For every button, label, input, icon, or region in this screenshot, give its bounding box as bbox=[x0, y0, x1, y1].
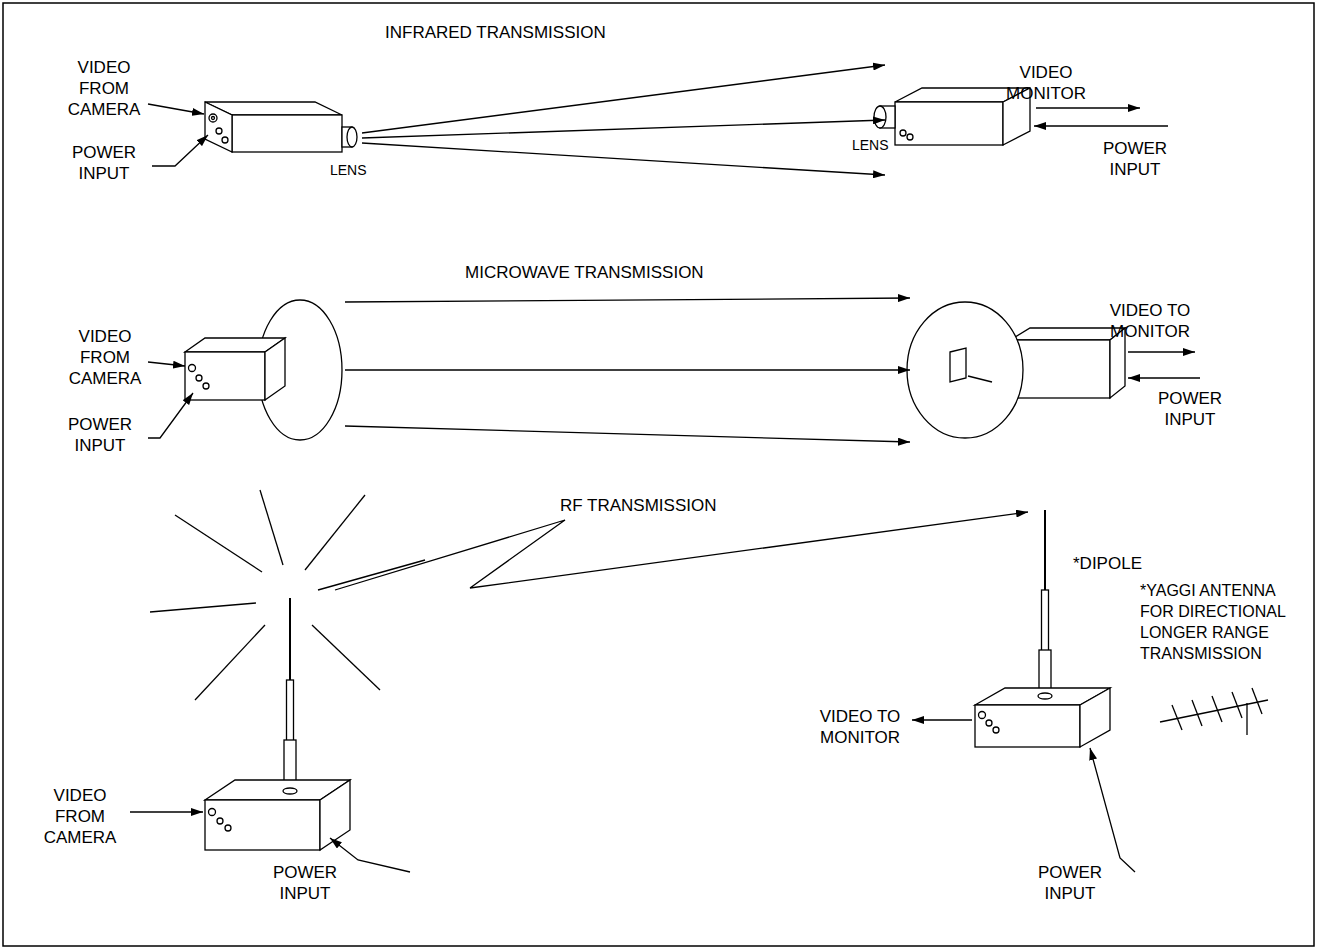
text-label: VIDEO FROM CAMERA bbox=[59, 57, 149, 120]
text-label: POWER INPUT bbox=[1090, 138, 1180, 180]
video-lead bbox=[148, 104, 204, 114]
text-label: RF TRANSMISSION bbox=[560, 495, 820, 516]
power-lead bbox=[330, 838, 410, 872]
text-label: VIDEO TO MONITOR bbox=[1095, 300, 1205, 342]
rf-receiver bbox=[975, 510, 1110, 747]
power-lead bbox=[1034, 125, 1168, 126]
text-label: INFRARED TRANSMISSION bbox=[385, 22, 705, 43]
text-label: VIDEO FROM CAMERA bbox=[60, 326, 150, 389]
yagi-antenna bbox=[1160, 688, 1268, 735]
text-label: POWER INPUT bbox=[59, 142, 149, 184]
microwave-receiver bbox=[907, 302, 1125, 438]
text-label: VIDEO TO MONITOR bbox=[815, 706, 905, 748]
power-lead bbox=[1090, 748, 1135, 872]
video-lead bbox=[912, 719, 972, 720]
text-label: *YAGGI ANTENNA FOR DIRECTIONAL LONGER RA… bbox=[1140, 580, 1308, 664]
infrared-beam bbox=[362, 65, 885, 175]
video-lead bbox=[130, 811, 203, 812]
video-lead bbox=[1128, 351, 1195, 352]
text-label: VIDEO MONITOR bbox=[996, 62, 1096, 104]
rf-transmitter bbox=[205, 598, 350, 850]
text-label: MICROWAVE TRANSMISSION bbox=[465, 262, 785, 283]
microwave-transmitter bbox=[185, 300, 342, 440]
infrared-transmitter bbox=[205, 102, 357, 152]
text-label: LENS bbox=[330, 160, 390, 181]
text-label: POWER INPUT bbox=[55, 414, 145, 456]
video-lead bbox=[148, 362, 185, 366]
video-lead bbox=[1036, 107, 1140, 108]
radiation-rays bbox=[150, 490, 425, 700]
text-label: POWER INPUT bbox=[1025, 862, 1115, 904]
text-label: POWER INPUT bbox=[1145, 388, 1235, 430]
power-lead bbox=[1128, 377, 1200, 378]
text-label: VIDEO FROM CAMERA bbox=[35, 785, 125, 848]
rf-signal bbox=[335, 512, 1028, 590]
power-lead bbox=[148, 393, 193, 438]
frame bbox=[3, 3, 1314, 946]
text-label: *DIPOLE bbox=[1073, 553, 1193, 574]
microwave-beam bbox=[345, 298, 910, 442]
text-label: POWER INPUT bbox=[260, 862, 350, 904]
text-label: LENS bbox=[852, 135, 912, 156]
power-lead bbox=[152, 135, 208, 166]
